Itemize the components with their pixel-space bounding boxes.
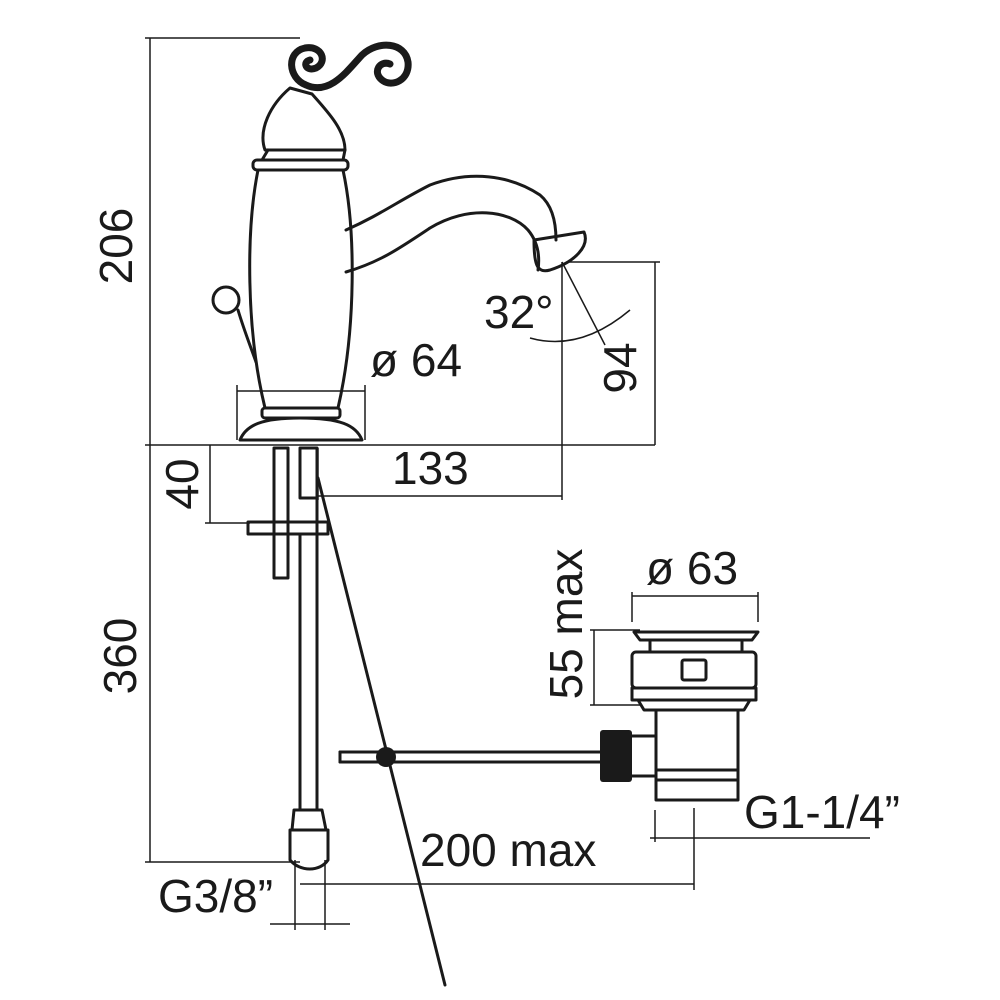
label-40: 40 — [156, 458, 208, 509]
deck-base — [238, 416, 364, 442]
label-diameter-63: ø 63 — [646, 542, 738, 594]
drain-assembly — [600, 630, 760, 802]
label-32-degrees: 32° — [484, 286, 554, 338]
pop-up-rod — [316, 476, 447, 987]
label-diameter-64: ø 64 — [370, 334, 462, 386]
label-g1-1-4: G1-1/4” — [744, 786, 900, 838]
label-g3-8: G3/8” — [158, 870, 273, 922]
label-206: 206 — [90, 208, 142, 285]
label-94: 94 — [594, 342, 646, 393]
hose-nut — [290, 808, 328, 832]
scroll-lever-handle — [288, 41, 412, 91]
pop-up-knob — [211, 285, 241, 315]
under-deck — [246, 446, 602, 987]
aerator — [532, 230, 587, 273]
label-360: 360 — [94, 618, 146, 695]
faucet-body — [211, 41, 587, 442]
cap — [261, 86, 347, 152]
label-55-max: 55 max — [540, 549, 592, 700]
knurled-nut — [600, 730, 632, 782]
label-200-max: 200 max — [420, 824, 596, 876]
label-133: 133 — [392, 442, 469, 494]
spout — [344, 174, 558, 274]
main-body — [248, 168, 354, 410]
dimension-labels: 206 32° 94 ø 64 133 40 360 ø 63 55 max G… — [90, 208, 900, 922]
